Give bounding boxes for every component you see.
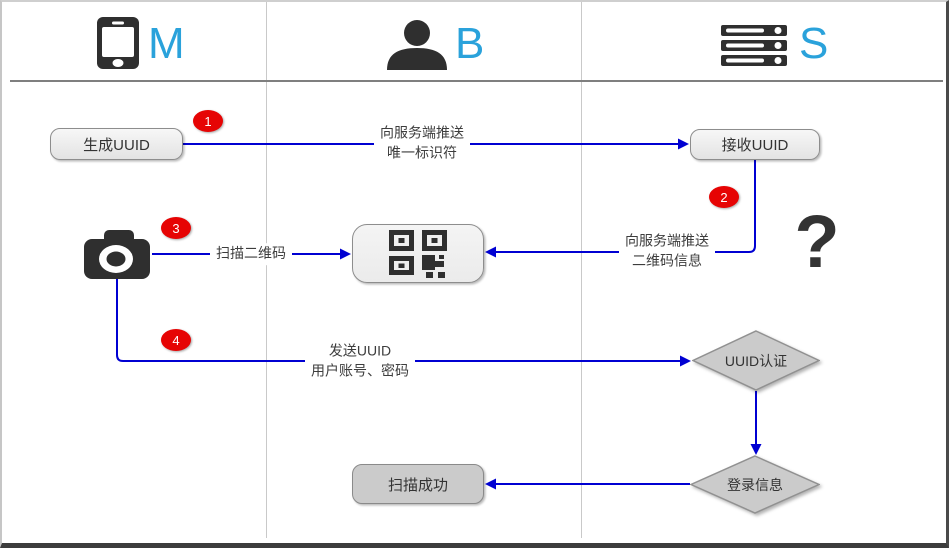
node-receive-uuid-label: 接收UUID [721,137,789,154]
lane-letter-browser: B [455,19,485,68]
node-uuid-auth: UUID认证 [691,330,821,391]
step-badge-1: 1 [193,110,223,132]
lane-divider-2 [581,2,582,538]
node-receive-uuid: 接收UUID [690,129,820,160]
step-badge-2: 2 [709,186,739,208]
lane-letter-mobile: M [148,19,185,68]
step-badge-4: 4 [161,329,191,351]
node-scan-success-label: 扫描成功 [387,476,448,494]
node-login-info-label: 登录信息 [727,476,783,493]
edge-label-send-uuid: 发送UUID 用户账号、密码 [305,340,415,382]
node-generate-uuid-label: 生成UUID [83,136,150,154]
edge-label-scan-qr: 扫描二维码 [210,243,292,265]
node-uuid-auth-label: UUID认证 [724,352,788,369]
server-icon [721,25,787,66]
qr-code-icon [389,229,447,278]
node-login-info: 登录信息 [689,455,821,514]
header-separator [10,80,943,82]
edge-label-push-uuid: 向服务端推送 唯一标识符 [374,122,470,164]
smartphone-icon [97,17,139,69]
camera-icon [84,230,150,279]
lane-letter-server: S [799,19,829,68]
node-scan-success: 扫描成功 [352,464,484,504]
question-mark-icon: ? [794,200,840,283]
node-generate-uuid: 生成UUID [50,128,183,160]
step-badge-3: 3 [161,217,191,239]
lane-divider-1 [266,2,267,538]
edge-label-push-qr: 向服务端推送 二维码信息 [619,230,715,272]
user-icon [387,20,447,70]
node-qr-code [352,224,484,283]
